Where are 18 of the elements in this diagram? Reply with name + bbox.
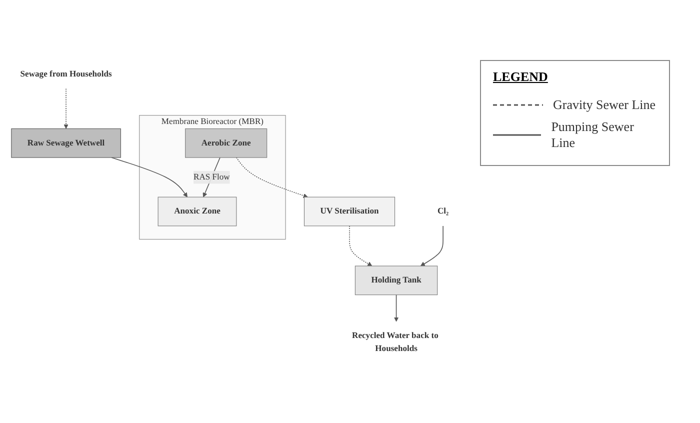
arrow <box>64 88 68 129</box>
legend-text: Pumping Sewer Line <box>551 119 635 151</box>
legend-heading: LEGEND <box>493 69 548 85</box>
node-box: Anoxic Zone <box>158 196 237 226</box>
arrow <box>420 226 444 266</box>
edge-label: RAS Flow <box>194 172 230 182</box>
node-box: Raw Sewage Wetwell <box>11 128 121 158</box>
node-box: Holding Tank <box>354 266 438 296</box>
arrow <box>111 157 188 198</box>
node-text: Cl₂ <box>438 206 449 216</box>
arrow <box>394 294 399 322</box>
node-text: Sewage from Households <box>20 69 112 78</box>
node-box: Aerobic Zone <box>185 128 268 158</box>
node-box: UV Sterilisation <box>304 196 396 226</box>
arrow <box>236 157 308 198</box>
legend-text: Gravity Sewer Line <box>553 97 656 113</box>
node-text: Recycled Water back to Households <box>352 331 438 354</box>
arrow <box>349 226 372 266</box>
